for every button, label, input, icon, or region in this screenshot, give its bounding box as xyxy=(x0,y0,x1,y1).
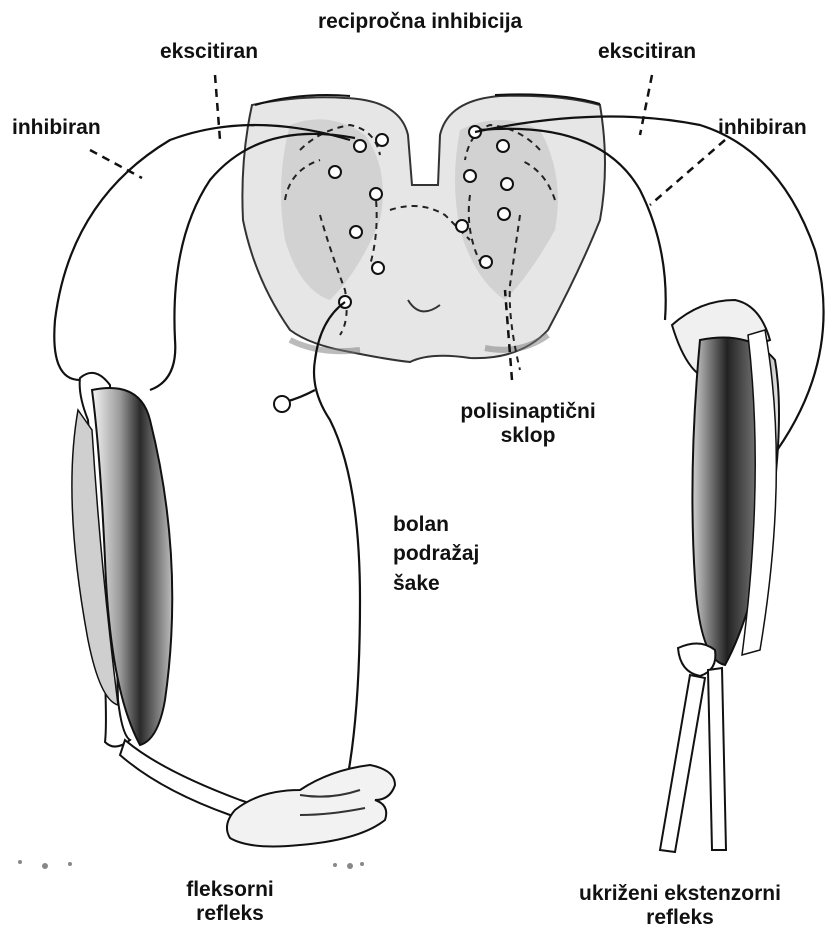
right-inhibited-label: inhibiran xyxy=(718,116,807,140)
polysynaptic-line-2: sklop xyxy=(448,424,608,448)
sensory-afferent-fiber xyxy=(314,302,360,790)
left-inhibited-label: inhibiran xyxy=(12,116,101,140)
title-label: recipročna inhibicija xyxy=(318,10,522,34)
flexor-line-1: fleksorni xyxy=(160,878,300,902)
crossed-line-1: ukriženi ekstenzorni xyxy=(555,882,805,906)
neuron xyxy=(464,170,476,182)
dorsal-root-ganglion xyxy=(274,396,290,412)
neuron xyxy=(497,140,509,152)
neuron xyxy=(372,262,384,274)
right-forearm-ulna xyxy=(708,668,726,850)
neuron xyxy=(501,178,513,190)
left-arm-illustration xyxy=(72,373,395,847)
stimulus-line-3: šake xyxy=(393,569,479,598)
neuron xyxy=(480,256,492,268)
neuron xyxy=(350,226,362,238)
right-arm-illustration xyxy=(660,300,779,852)
polysynaptic-line-1: polisinaptični xyxy=(448,400,608,424)
stimulus-line-1: bolan xyxy=(393,510,479,539)
neuron xyxy=(370,188,382,200)
neuron xyxy=(456,220,468,232)
print-speckles xyxy=(18,860,364,869)
neuron xyxy=(354,140,366,152)
right-forearm-radius xyxy=(660,675,705,852)
left-hand xyxy=(227,765,395,846)
neuron xyxy=(498,208,510,220)
flexor-reflex-label: fleksorni refleks xyxy=(160,878,300,926)
right-excited-label: ekscitiran xyxy=(598,40,696,64)
polysynaptic-label: polisinaptični sklop xyxy=(448,400,608,448)
flexor-line-2: refleks xyxy=(160,902,300,926)
crossed-extensor-label: ukriženi ekstenzorni refleks xyxy=(555,882,805,930)
neuron xyxy=(376,134,388,146)
stimulus-line-2: podražaj xyxy=(393,539,479,568)
left-excited-label: ekscitiran xyxy=(160,40,258,64)
crossed-line-2: refleks xyxy=(555,906,805,930)
neuron xyxy=(329,166,341,178)
stimulus-label: bolan podražaj šake xyxy=(393,510,479,598)
